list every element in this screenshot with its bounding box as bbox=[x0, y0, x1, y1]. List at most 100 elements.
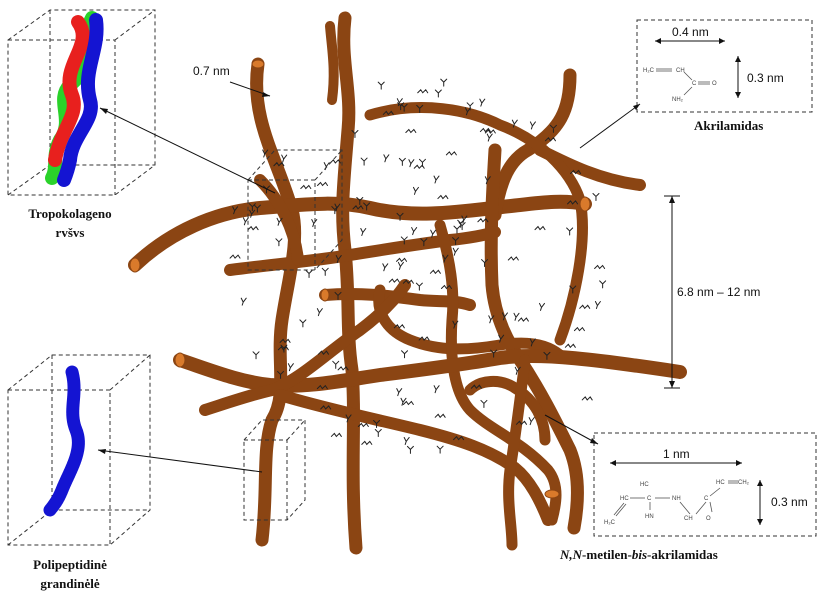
mesh-size-label: 6.8 nm – 12 nm bbox=[677, 285, 760, 299]
monomer-glyph bbox=[430, 270, 440, 273]
fiber bbox=[330, 26, 334, 100]
monomer-glyph bbox=[402, 351, 408, 358]
monomer-glyph bbox=[514, 313, 519, 320]
monomer-glyph bbox=[288, 364, 293, 371]
monomer-glyph bbox=[331, 433, 341, 436]
crosslinker-structure-box: 1 nm 0.3 nm HC H₂C C HN NH CH C O HC CH₂ bbox=[594, 433, 816, 536]
tropocollagen-inset bbox=[8, 10, 155, 195]
monomer-glyph bbox=[414, 165, 424, 168]
monomer-glyph bbox=[312, 220, 317, 227]
chem-atom: H₂C bbox=[643, 68, 655, 74]
monomer-glyph bbox=[398, 262, 403, 269]
chem-atom: C bbox=[647, 496, 652, 502]
crosslinker-length-label: 1 nm bbox=[663, 447, 690, 461]
monomer-glyph bbox=[403, 401, 413, 404]
polypeptide-label-line1: Polipeptidinė bbox=[33, 557, 107, 572]
monomer-glyph bbox=[582, 397, 592, 400]
monomer-glyph bbox=[595, 301, 600, 308]
chem-atom: NH bbox=[672, 496, 681, 502]
fiber-end bbox=[252, 60, 264, 68]
monomer-glyph bbox=[508, 257, 518, 260]
monomer-glyph bbox=[574, 328, 584, 331]
monomer-glyph bbox=[409, 160, 414, 167]
monomer-glyph bbox=[318, 182, 328, 185]
monomer-glyph bbox=[416, 283, 422, 290]
monomer-glyph bbox=[253, 352, 259, 359]
monomer-glyph bbox=[383, 264, 388, 271]
monomer-glyph bbox=[361, 229, 366, 236]
monomer-glyph bbox=[438, 196, 448, 199]
chem-atom: CH bbox=[684, 516, 693, 522]
monomer-glyph bbox=[413, 187, 418, 194]
monomer-glyph bbox=[241, 298, 246, 305]
monomer-glyph bbox=[434, 176, 439, 183]
monomer-glyph bbox=[389, 279, 399, 282]
polypeptide-label-line2: grandinėlė bbox=[40, 576, 99, 591]
fiber-end bbox=[545, 490, 559, 498]
monomer-glyph bbox=[384, 155, 389, 162]
fiber-end bbox=[130, 258, 140, 272]
fiber-end bbox=[321, 289, 329, 301]
fiber bbox=[230, 232, 495, 270]
acrylamide-height-label: 0.3 nm bbox=[747, 71, 784, 85]
chem-atom: CH₂ bbox=[738, 480, 750, 486]
mesh-size-dimension: 6.8 nm – 12 nm bbox=[664, 196, 760, 388]
monomer-glyph bbox=[437, 446, 443, 453]
monomer-glyph bbox=[412, 228, 417, 235]
chem-atom: NH₂ bbox=[672, 97, 684, 103]
monomer-glyph bbox=[435, 414, 445, 417]
monomer-glyph bbox=[404, 437, 409, 444]
monomer-glyph bbox=[306, 271, 312, 278]
monomer-glyph bbox=[600, 281, 606, 288]
crosslinker-label: N,N-metilen-bis-akrilamidas bbox=[559, 547, 718, 562]
chem-atom: O bbox=[706, 516, 711, 522]
monomer-glyph bbox=[530, 122, 535, 129]
tropocollagen-label-line1: Tropokolageno bbox=[28, 206, 111, 221]
monomer-glyph bbox=[529, 418, 534, 425]
acrylamide-structure-box: 0.4 nm 0.3 nm H₂C CH C O NH₂ bbox=[637, 20, 812, 112]
monomer-glyph bbox=[593, 193, 599, 200]
monomer-glyph bbox=[248, 227, 258, 230]
monomer-glyph bbox=[565, 344, 575, 347]
monomer-glyph bbox=[518, 318, 528, 321]
monomer-glyph bbox=[375, 429, 381, 436]
monomer-glyph bbox=[446, 152, 456, 155]
monomer-glyph bbox=[481, 400, 487, 407]
monomer-glyph bbox=[435, 90, 441, 97]
crosslinker-label-prefix: N,N bbox=[559, 547, 583, 562]
polypeptide-chain bbox=[50, 372, 78, 510]
fiber-end bbox=[175, 353, 185, 367]
acrylamide-length-label: 0.4 nm bbox=[672, 25, 709, 39]
triple-helix bbox=[52, 18, 97, 180]
monomer-glyph bbox=[277, 218, 282, 225]
fiber-end bbox=[580, 197, 590, 211]
chem-atom: HN bbox=[645, 514, 654, 520]
chem-atom: C bbox=[692, 81, 697, 87]
monomer-glyph bbox=[453, 248, 458, 255]
crosslinker-height-label: 0.3 nm bbox=[771, 495, 808, 509]
fiber bbox=[370, 108, 582, 340]
monomer-glyph bbox=[418, 90, 428, 93]
monomer-glyph bbox=[539, 303, 544, 310]
chem-atom: C bbox=[704, 496, 709, 502]
monomer-glyph bbox=[567, 228, 573, 235]
monomer-glyph bbox=[535, 227, 545, 230]
chem-atom: O bbox=[712, 81, 717, 87]
monomer-glyph bbox=[301, 186, 311, 189]
monomer-glyph bbox=[406, 129, 416, 132]
collagen-fiber-network bbox=[135, 18, 680, 548]
monomer-glyph bbox=[595, 265, 605, 268]
monomer-glyph bbox=[458, 220, 464, 227]
monomer-glyph bbox=[399, 158, 405, 165]
monomer-glyph bbox=[317, 309, 322, 316]
fiber bbox=[440, 225, 556, 520]
monomer-glyph bbox=[362, 441, 372, 444]
crosslinker-label-mid: -metilen- bbox=[582, 547, 632, 562]
monomer-glyph bbox=[454, 226, 460, 233]
fiber bbox=[343, 18, 356, 548]
chem-atom: H₂C bbox=[604, 520, 616, 526]
monomer-glyph bbox=[487, 134, 492, 141]
crosslinker-label-bis: bis bbox=[632, 547, 647, 562]
fiber bbox=[257, 64, 295, 540]
